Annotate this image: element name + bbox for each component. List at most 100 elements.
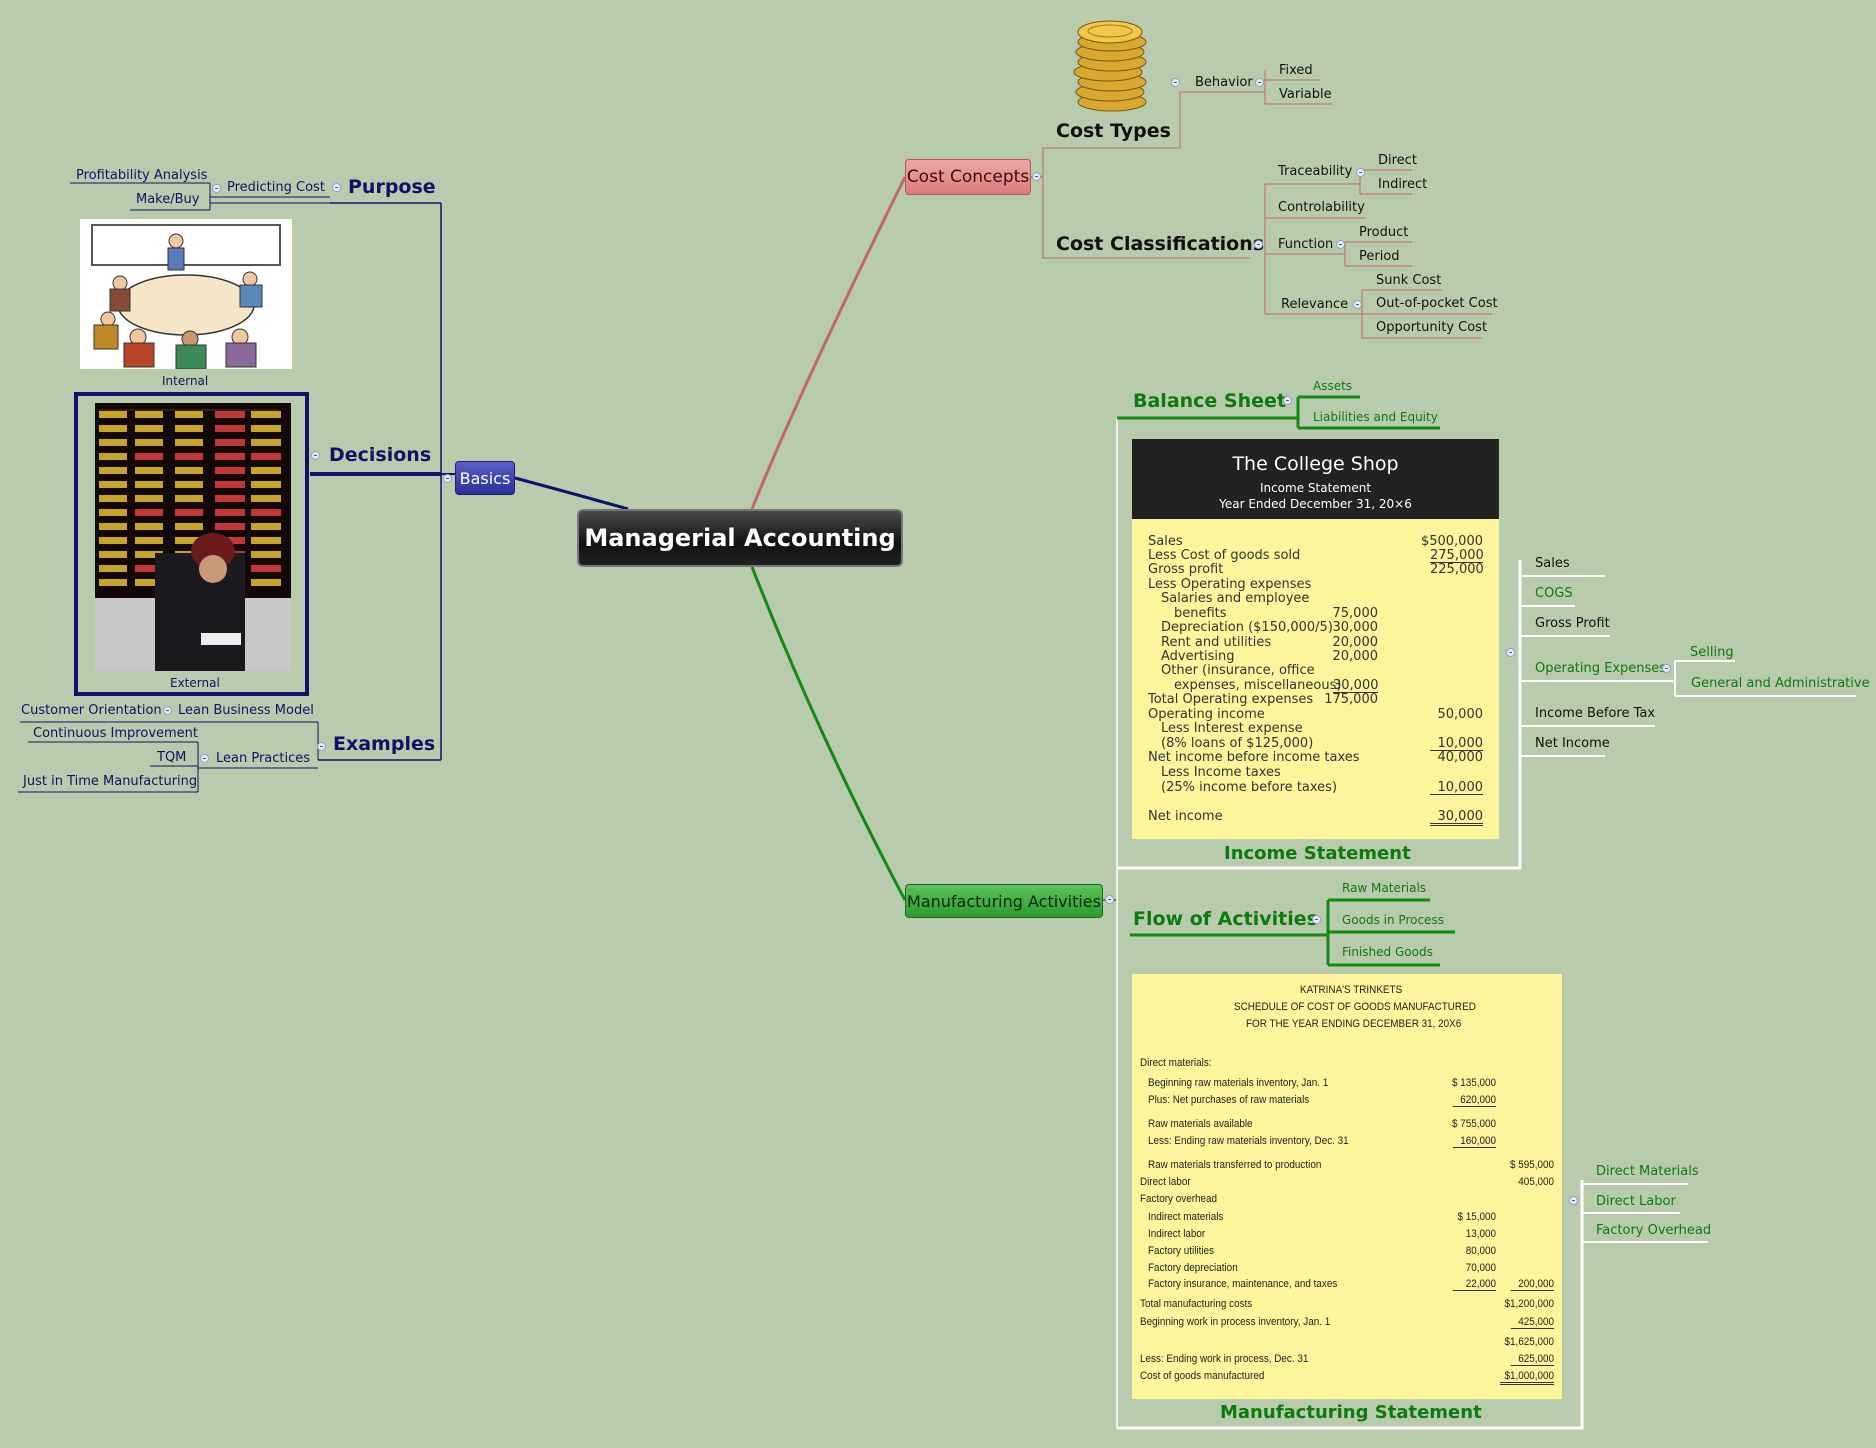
lean-practices-topic[interactable]: Lean Practices [216, 751, 311, 766]
ms-row-amount: 405,000 [1518, 1176, 1554, 1188]
predicting-cost-topic[interactable]: Predicting Cost [227, 180, 325, 195]
purpose-topic[interactable]: Purpose [348, 176, 436, 198]
is-row-amount: 30,000 [1332, 620, 1379, 635]
basics-node[interactable]: Basics [455, 461, 515, 495]
collapse-toggle-icon[interactable] [1336, 240, 1345, 249]
collapse-toggle-icon[interactable] [1312, 915, 1321, 924]
manufacturing-activities-node[interactable]: Manufacturing Activities [905, 884, 1103, 918]
income-statement-document [1132, 519, 1499, 839]
collapse-toggle-icon[interactable] [317, 742, 326, 751]
tqm-topic[interactable]: TQM [157, 750, 187, 765]
assets-topic[interactable]: Assets [1313, 379, 1353, 393]
central-topic[interactable]: Managerial Accounting [577, 509, 903, 567]
is-row-amount: 275,000 [1430, 548, 1484, 563]
collapse-toggle-icon[interactable] [311, 451, 320, 460]
income-before-tax-topic[interactable]: Income Before Tax [1535, 706, 1656, 721]
is-row-amount: $500,000 [1420, 534, 1483, 549]
manufacturing-statement-caption[interactable]: Manufacturing Statement [1220, 1402, 1482, 1423]
operating-expenses-topic[interactable]: Operating Expenses [1535, 661, 1667, 676]
general-administrative-topic[interactable]: General and Administrative [1691, 676, 1870, 691]
collapse-toggle-icon[interactable] [1353, 300, 1362, 309]
traceability-topic[interactable]: Traceability [1278, 164, 1353, 179]
collapse-toggle-icon[interactable] [1662, 664, 1671, 673]
finished-goods-topic[interactable]: Finished Goods [1342, 945, 1433, 959]
is-row-label: Gross profit [1148, 562, 1224, 577]
ms-row-amount: $1,000,000 [1500, 1371, 1554, 1385]
make-buy-topic[interactable]: Make/Buy [136, 192, 200, 207]
fixed-topic[interactable]: Fixed [1279, 63, 1313, 78]
flow-of-activities-topic[interactable]: Flow of Activities [1133, 908, 1318, 930]
collapse-toggle-icon[interactable] [1506, 648, 1515, 657]
function-topic[interactable]: Function [1278, 237, 1334, 252]
net-income-topic[interactable]: Net Income [1535, 736, 1610, 751]
collapse-toggle-icon[interactable] [332, 183, 341, 192]
sunk-cost-topic[interactable]: Sunk Cost [1376, 273, 1442, 288]
is-row-amount: 225,000 [1430, 562, 1484, 577]
selling-topic[interactable]: Selling [1690, 645, 1734, 660]
ms-row-amount: 160,000 [1452, 1136, 1496, 1148]
direct-topic[interactable]: Direct [1378, 153, 1417, 168]
is-row-label: Sales [1148, 534, 1183, 549]
factory-overhead-topic[interactable]: Factory Overhead [1596, 1223, 1712, 1238]
jit-topic[interactable]: Just in Time Manufacturing [23, 774, 198, 789]
ms-row-label: Direct materials: [1140, 1057, 1212, 1069]
is-row-label: benefits [1174, 606, 1227, 621]
collapse-toggle-icon[interactable] [200, 754, 209, 763]
customer-orientation-topic[interactable]: Customer Orientation [21, 703, 162, 718]
examples-topic[interactable]: Examples [333, 733, 436, 755]
raw-materials-topic[interactable]: Raw Materials [1342, 881, 1427, 895]
out-of-pocket-cost-topic[interactable]: Out-of-pocket Cost [1376, 296, 1498, 311]
cogs-topic[interactable]: COGS [1535, 586, 1573, 601]
is-row-amount: 50,000 [1437, 707, 1484, 722]
indirect-topic[interactable]: Indirect [1378, 177, 1428, 192]
is-row-label: Other (insurance, office [1161, 663, 1315, 678]
balance-sheet-topic[interactable]: Balance Sheet [1133, 390, 1286, 412]
cost-classifications-topic[interactable]: Cost Classifications [1056, 233, 1265, 255]
collapse-toggle-icon[interactable] [1032, 172, 1041, 181]
lean-business-model-topic[interactable]: Lean Business Model [178, 703, 314, 718]
ms-row-label: Beginning work in process inventory, Jan… [1140, 1316, 1331, 1328]
behavior-topic[interactable]: Behavior [1195, 75, 1253, 90]
ms-subtitle: SCHEDULE OF COST OF GOODS MANUFACTURED [1234, 1001, 1476, 1013]
internal-label[interactable]: Internal [162, 374, 209, 388]
cost-concepts-node[interactable]: Cost Concepts [905, 159, 1031, 195]
is-row-amount: 40,000 [1437, 750, 1484, 765]
direct-materials-topic[interactable]: Direct Materials [1596, 1164, 1699, 1179]
collapse-toggle-icon[interactable] [443, 474, 452, 483]
decisions-topic[interactable]: Decisions [329, 444, 432, 466]
continuous-improvement-topic[interactable]: Continuous Improvement [33, 726, 199, 741]
income-statement-caption[interactable]: Income Statement [1224, 843, 1411, 864]
ms-row-amount: 200,000 [1510, 1279, 1554, 1291]
collapse-toggle-icon[interactable] [1255, 78, 1264, 87]
collapse-toggle-icon[interactable] [1283, 396, 1292, 405]
external-label[interactable]: External [170, 676, 220, 690]
profitability-analysis-topic[interactable]: Profitability Analysis [76, 168, 208, 183]
goods-in-process-topic[interactable]: Goods in Process [1342, 913, 1444, 927]
sales-topic[interactable]: Sales [1535, 556, 1570, 571]
collapse-toggle-icon[interactable] [1356, 168, 1365, 177]
product-topic[interactable]: Product [1359, 225, 1409, 240]
collapse-toggle-icon[interactable] [1254, 240, 1263, 249]
variable-topic[interactable]: Variable [1279, 87, 1332, 102]
ms-row-amount: 620,000 [1452, 1095, 1496, 1107]
collapse-toggle-icon[interactable] [1105, 895, 1114, 904]
is-row-amount: 75,000 [1332, 606, 1379, 621]
collapse-toggle-icon[interactable] [163, 706, 172, 715]
cost-types-topic[interactable]: Cost Types [1056, 120, 1171, 142]
collapse-toggle-icon[interactable] [212, 184, 221, 193]
opportunity-cost-topic[interactable]: Opportunity Cost [1376, 320, 1488, 335]
is-row-label: Net income [1148, 809, 1223, 824]
is-row-label: Less Cost of goods sold [1148, 548, 1301, 563]
gross-profit-topic[interactable]: Gross Profit [1535, 616, 1610, 631]
relevance-topic[interactable]: Relevance [1281, 297, 1349, 312]
direct-labor-topic[interactable]: Direct Labor [1596, 1194, 1676, 1209]
collapse-toggle-icon[interactable] [1569, 1196, 1578, 1205]
statement-subtitle: Income Statement [1259, 481, 1372, 495]
income-statement-header: The College Shop Income Statement Year E… [1132, 439, 1499, 519]
period-topic[interactable]: Period [1359, 249, 1400, 264]
collapse-toggle-icon[interactable] [1171, 78, 1180, 87]
liabilities-equity-topic[interactable]: Liabilities and Equity [1313, 410, 1438, 424]
controlability-topic[interactable]: Controlability [1278, 200, 1365, 215]
is-row-label: Less Interest expense [1161, 721, 1303, 736]
ms-row-label: Total manufacturing costs [1140, 1298, 1253, 1310]
